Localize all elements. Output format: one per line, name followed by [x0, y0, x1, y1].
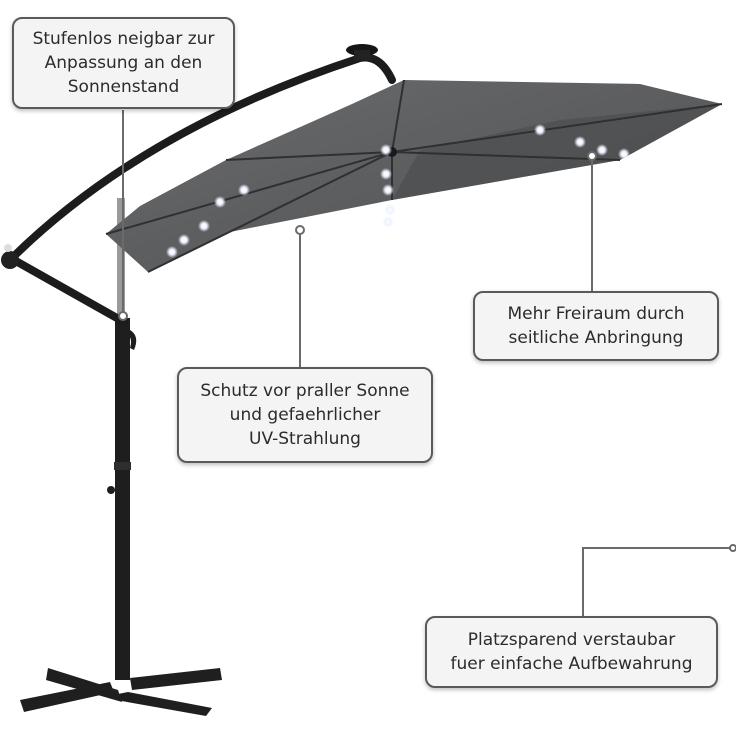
umbrella-pole [107, 318, 137, 680]
led-lights [166, 124, 630, 258]
cantilever-arm [4, 53, 396, 266]
callout-compact-storage: Platzsparend verstaubar fuer einfache Au… [425, 616, 718, 688]
cross-base [20, 668, 222, 716]
callout-sun-uv-protection: Schutz vor praller Sonne und gefaehrlich… [177, 367, 433, 463]
umbrella-canopy [105, 79, 723, 273]
callout-tilt-adjustment: Stufenlos neigbar zur Anpassung an den S… [12, 17, 235, 109]
callout-side-mounting: Mehr Freiraum durch seitliche Anbringung [473, 291, 719, 361]
adjustment-rod [117, 198, 125, 318]
arm-strut [10, 256, 128, 326]
callout-leaders [118, 110, 736, 616]
solar-panel [346, 44, 378, 60]
